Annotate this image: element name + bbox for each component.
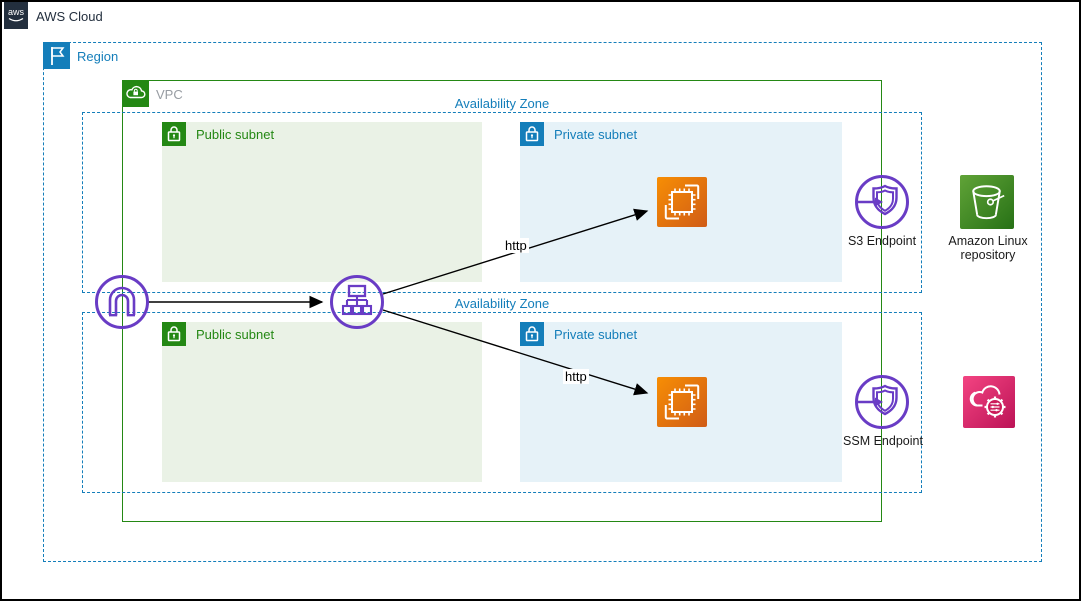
aws-cloud-label: AWS Cloud <box>36 9 103 24</box>
vpc-cloud-lock-icon <box>122 80 149 107</box>
public-subnet-1-label: Public subnet <box>196 127 275 142</box>
amazon-linux-repository-label-line1: Amazon Linux <box>948 234 1028 248</box>
vpc-endpoint-icon <box>854 374 910 430</box>
s3-endpoint-label: S3 Endpoint <box>847 234 917 248</box>
availability-zone-2-label: Availability Zone <box>454 296 550 311</box>
aws-cloud-icon: aws <box>4 2 28 29</box>
private-subnet-2-label: Private subnet <box>554 327 638 342</box>
lock-icon <box>162 122 186 146</box>
internet-gateway-icon <box>94 274 150 330</box>
private-subnet-1-label: Private subnet <box>554 127 638 142</box>
vpc-endpoint-icon <box>854 174 910 230</box>
ec2-instance-icon <box>657 177 707 227</box>
aws-smile-icon <box>8 17 24 22</box>
region-label: Region <box>77 49 119 64</box>
lock-icon <box>520 322 544 346</box>
amazon-linux-repository-label: Amazon Linux repository <box>923 234 1053 263</box>
edge-label-http-1: http <box>503 238 529 253</box>
availability-zone-1-label: Availability Zone <box>454 96 550 111</box>
lock-icon <box>162 322 186 346</box>
region-flag-icon <box>43 42 70 69</box>
lock-icon <box>520 122 544 146</box>
region-group: Region <box>43 42 1042 562</box>
systems-manager-icon <box>963 376 1015 428</box>
aws-logo-text: aws <box>8 7 25 17</box>
public-subnet-2: Public subnet <box>162 322 482 482</box>
amazon-linux-repository-label-line2: repository <box>960 248 1016 263</box>
router-network-icon <box>329 274 385 330</box>
public-subnet-2-label: Public subnet <box>196 327 275 342</box>
ec2-instance-icon <box>657 377 707 427</box>
public-subnet-1: Public subnet <box>162 122 482 282</box>
vpc-group: VPC <box>122 80 882 522</box>
s3-bucket-icon <box>960 175 1014 229</box>
ssm-endpoint-label: SSM Endpoint <box>843 434 923 448</box>
vpc-label: VPC <box>156 87 183 102</box>
edge-label-http-2: http <box>563 369 589 384</box>
